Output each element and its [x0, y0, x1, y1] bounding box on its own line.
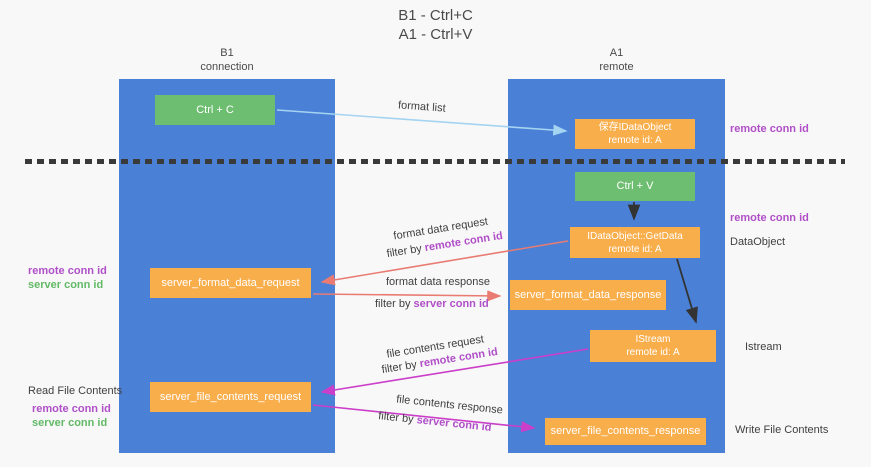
format-list-label: format list [397, 99, 447, 115]
lane-a1-title: A1 [609, 47, 624, 59]
ctrl-v-label: Ctrl + V [616, 180, 654, 192]
filter-by-text: filter by [385, 242, 423, 261]
server-format-data-request-box: server_format_data_request [150, 268, 311, 298]
ctrl-c-box: Ctrl + C [155, 95, 275, 125]
read-file-contents-label: Read File Contents [28, 385, 123, 397]
server-conn-id-left-label-1: server conn id [28, 279, 104, 291]
write-file-contents-label: Write File Contents [735, 424, 829, 436]
title-line-1: B1 - Ctrl+C [398, 7, 473, 24]
istream-side-label: Istream [745, 341, 782, 353]
filter-by-text: filter by [377, 410, 415, 426]
lane-a1-subtitle: remote [599, 61, 634, 73]
session-divider-dashed-line [25, 159, 845, 164]
getdata-line2: remote id: A [608, 243, 662, 255]
getdata-line1: IDataObject::GetData [587, 230, 683, 242]
format-data-response-label: format data response [386, 276, 490, 288]
remote-conn-id-side-label-top: remote conn id [730, 123, 809, 135]
server-conn-id-text: server conn id [416, 414, 493, 434]
title-line-2: A1 - Ctrl+V [398, 26, 473, 43]
remote-conn-id-side-label-mid: remote conn id [730, 212, 809, 224]
format-data-response-arrow [312, 290, 502, 302]
lane-b1-title: B1 [220, 47, 234, 59]
save-idataobject-box: 保存IDataObject remote id: A [575, 119, 695, 149]
server-conn-id-left-label-2: server conn id [32, 417, 108, 429]
istream-line1: IStream [635, 334, 671, 345]
lane-header-b1: B1 connection [119, 46, 335, 74]
server-file-contents-request-box: server_file_contents_request [150, 382, 311, 412]
lane-b1-subtitle: connection [200, 61, 254, 73]
istream-line2: remote id: A [626, 347, 680, 358]
server-format-data-response-box: server_format_data_response [510, 280, 666, 310]
server-file-contents-response-label: server_file_contents_response [550, 425, 701, 437]
idataobject-getdata-box: IDataObject::GetData remote id: A [570, 227, 700, 258]
save-idataobject-line2: remote id: A [608, 135, 662, 146]
filter-by-server-conn-id-label-1: filter by server conn id [375, 298, 489, 310]
filter-by-text: filter by [375, 298, 411, 310]
save-idataobject-line1: 保存IDataObject [598, 122, 672, 133]
ctrl-v-box: Ctrl + V [575, 172, 695, 201]
server-file-contents-request-label: server_file_contents_request [159, 390, 302, 403]
remote-conn-id-left-label-1: remote conn id [28, 265, 107, 277]
server-file-contents-response-box: server_file_contents_response [545, 418, 706, 445]
server-format-data-request-label: server_format_data_request [161, 276, 300, 289]
ctrl-c-label: Ctrl + C [196, 103, 234, 116]
dataobject-side-label: DataObject [730, 236, 786, 248]
remote-conn-id-left-label-2: remote conn id [32, 403, 111, 415]
lane-header-a1: A1 remote [508, 46, 725, 74]
server-conn-id-text: server conn id [413, 298, 489, 310]
istream-box: IStream remote id: A [590, 330, 716, 362]
filter-by-text: filter by [380, 358, 418, 377]
diagram-title: B1 - Ctrl+C A1 - Ctrl+V [0, 6, 871, 44]
server-format-data-response-label: server_format_data_response [514, 288, 662, 301]
